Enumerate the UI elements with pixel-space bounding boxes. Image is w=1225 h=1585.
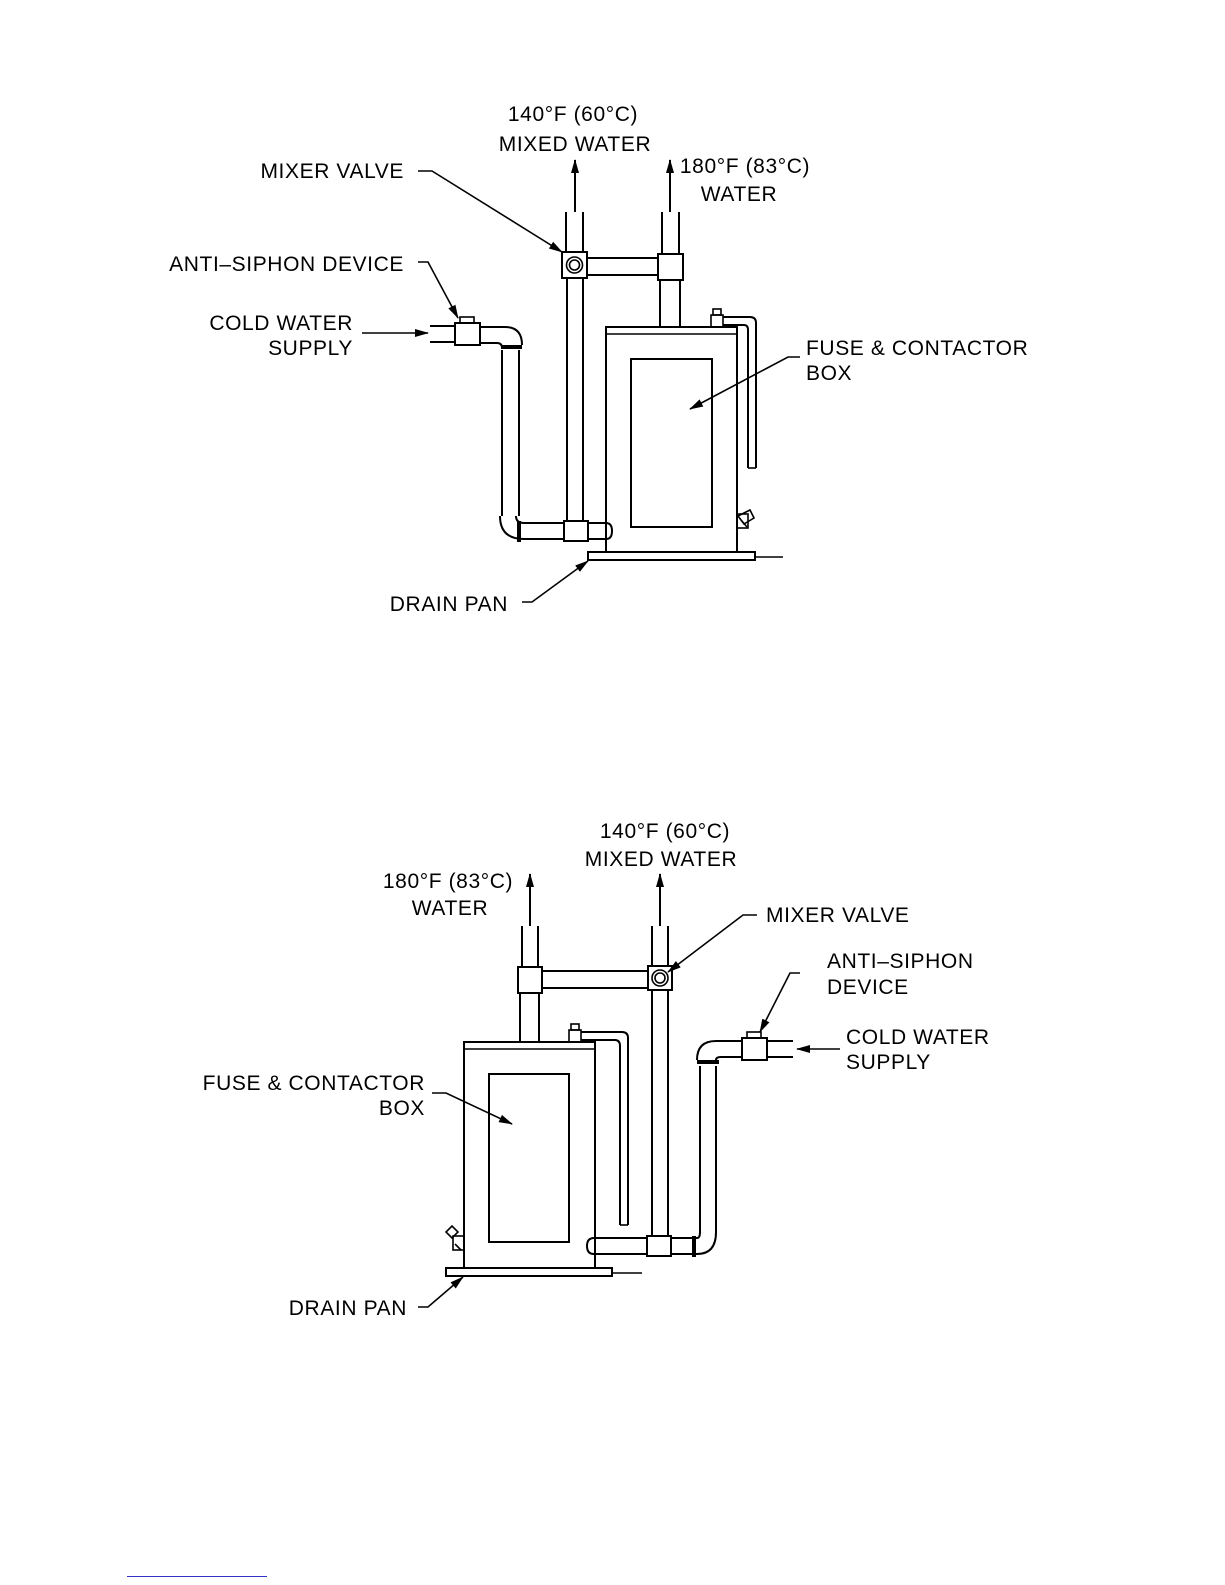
fuse-box-label-line2: BOX <box>379 1097 425 1120</box>
hot-water-temp-label: 180°F (83°C) <box>680 155 810 178</box>
drain-pan <box>446 1268 642 1276</box>
relief-valve-icon <box>569 1024 628 1225</box>
fuse-contactor-box <box>489 1074 569 1242</box>
heater-unit <box>606 327 737 552</box>
anti-siphon-leader <box>418 262 458 318</box>
fuse-box-label-line2: BOX <box>806 362 852 385</box>
cold-inlet-pipe <box>430 317 612 542</box>
mixer-valve-label: MIXER VALVE <box>766 904 910 927</box>
mixed-water-label: MIXED WATER <box>585 848 737 871</box>
anti-siphon-label: ANTI–SIPHON DEVICE <box>169 253 404 276</box>
drain-pan-label: DRAIN PAN <box>390 593 508 616</box>
mixed-water-label: MIXED WATER <box>499 133 651 156</box>
drain-pan <box>588 552 783 560</box>
mixed-water-pipe <box>652 874 668 1236</box>
fuse-box-leader <box>432 1093 512 1124</box>
mixer-valve-label: MIXER VALVE <box>260 160 404 183</box>
cold-water-label-line2: SUPPLY <box>846 1051 931 1074</box>
mixer-valve-leader <box>668 915 757 972</box>
mixer-valve-icon <box>648 966 672 990</box>
cross-pipe <box>542 971 648 988</box>
cross-pipe <box>587 258 658 275</box>
hot-water-pipe <box>658 160 683 327</box>
drain-pan-leader <box>418 1277 463 1307</box>
fuse-contactor-box <box>631 359 712 527</box>
hot-water-temp-label: 180°F (83°C) <box>383 870 513 893</box>
anti-siphon-label-line1: ANTI–SIPHON <box>827 950 974 973</box>
mixed-water-temp-label: 140°F (60°C) <box>508 103 638 126</box>
fuse-box-label-line1: FUSE & CONTACTOR <box>806 337 1028 360</box>
mixer-valve-icon <box>562 252 587 278</box>
drain-valve-icon <box>446 1226 464 1250</box>
hot-water-label: WATER <box>412 897 489 920</box>
drain-pan-leader <box>522 561 588 602</box>
cold-water-label-line2: SUPPLY <box>268 337 353 360</box>
mixer-valve-leader <box>418 171 562 252</box>
drain-pan-label: DRAIN PAN <box>289 1297 407 1320</box>
cold-water-label-line1: COLD WATER <box>846 1026 990 1049</box>
heater-unit <box>464 1042 595 1268</box>
cold-water-label-line1: COLD WATER <box>209 312 353 335</box>
mixed-water-temp-label: 140°F (60°C) <box>600 820 730 843</box>
relief-valve-icon <box>711 309 756 468</box>
fuse-box-label-line1: FUSE & CONTACTOR <box>203 1072 425 1095</box>
drain-valve-icon <box>737 510 754 528</box>
hot-water-pipe <box>518 874 542 1042</box>
fuse-box-leader <box>690 357 800 409</box>
cold-inlet-pipe <box>587 1032 793 1257</box>
footer-rule <box>127 1576 267 1577</box>
hot-water-label: WATER <box>701 183 778 206</box>
mixed-water-pipe <box>566 160 583 521</box>
anti-siphon-label-line2: DEVICE <box>827 976 909 999</box>
anti-siphon-leader <box>760 973 800 1032</box>
diagram-bottom: 140°F (60°C) MIXED WATER 180°F (83°C) WA… <box>203 820 990 1320</box>
diagram-top: 140°F (60°C) MIXED WATER 180°F (83°C) WA… <box>169 103 1028 616</box>
